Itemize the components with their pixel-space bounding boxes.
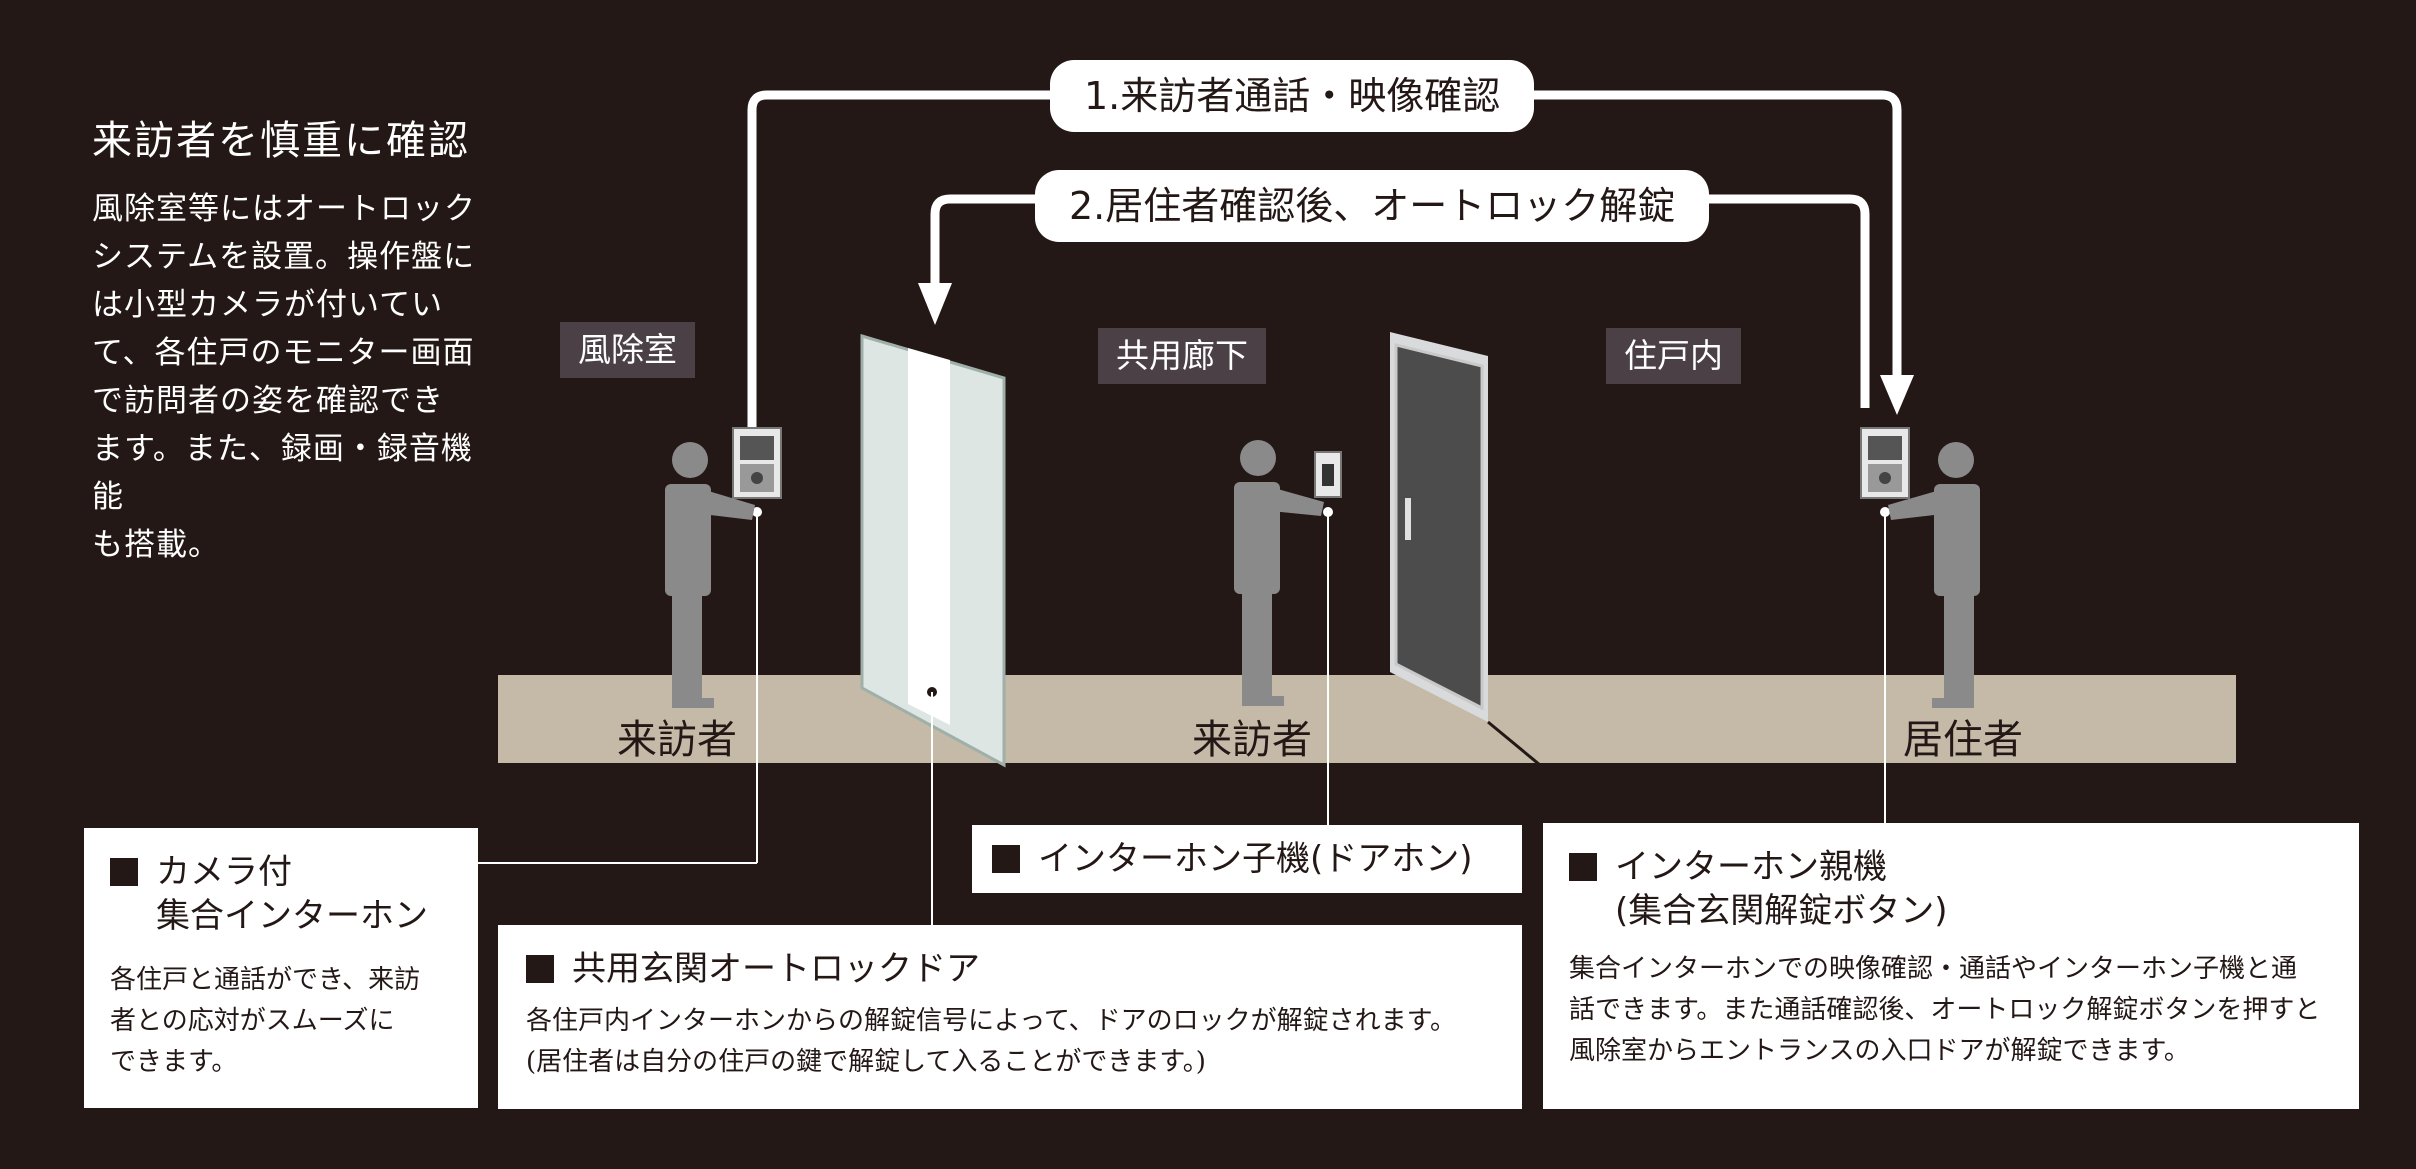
visitor-figure-2 (1234, 440, 1324, 706)
card-autolock-body: 各住戸内インターホンからの解錠信号によって、ドアのロックが解錠されます。 (居住… (526, 1006, 1457, 1077)
card-camera-body: 各住戸と通話ができ、来訪 者との応対がスムーズに できます。 (110, 965, 421, 1077)
card-autolock-title: 共用玄関オートロックドア (526, 947, 1494, 991)
arrowhead-step2 (918, 283, 952, 325)
zone-corridor: 共用廊下 (1098, 328, 1266, 384)
autolock-glass-door (860, 333, 1006, 768)
square-bullet-icon (992, 845, 1020, 873)
card-camera-title: カメラ付 集合インターホン (110, 850, 452, 938)
master-intercom-device (1860, 427, 1910, 499)
step2-label: 2.居住者確認後、オートロック解錠 (1035, 170, 1710, 242)
card-camera-intercom: カメラ付 集合インターホン 各住戸と通話ができ、来訪 者との応対がスムーズに で… (84, 828, 478, 1108)
label-resident: 居住者 (1903, 717, 2023, 763)
card-master-intercom: インターホン親機 (集合玄関解錠ボタン) 集合インターホンでの映像確認・通話やイ… (1543, 823, 2359, 1109)
step1-label: 1.来訪者通話・映像確認 (1050, 60, 1535, 132)
doorphone-device (1314, 451, 1342, 498)
card-autolock-door: 共用玄関オートロックドア 各住戸内インターホンからの解錠信号によって、ドアのロッ… (498, 925, 1522, 1109)
card-doorphone-title: インターホン子機(ドアホン) (992, 837, 1502, 881)
label-visitor-2: 来訪者 (1192, 717, 1312, 763)
card-master-title: インターホン親機 (集合玄関解錠ボタン) (1569, 845, 2333, 933)
label-visitor-1: 来訪者 (617, 717, 737, 763)
square-bullet-icon (1569, 853, 1597, 881)
card-master-body: 集合インターホンでの映像確認・通話やインターホン子機と通 話できます。また通話確… (1569, 954, 2321, 1066)
square-bullet-icon (110, 858, 138, 886)
zone-windbreak: 風除室 (560, 322, 695, 378)
visitor-figure-1 (665, 442, 755, 708)
dwelling-door (1390, 332, 1541, 767)
leader-camera-dot (752, 507, 762, 517)
square-bullet-icon (526, 955, 554, 983)
camera-intercom-device (732, 427, 782, 499)
intro-title: 来訪者を慎重に確認 (92, 118, 470, 164)
card-doorphone: インターホン子機(ドアホン) (972, 825, 1522, 893)
zone-dwelling: 住戸内 (1606, 328, 1741, 384)
intro-body: 風除室等にはオートロック システムを設置。操作盤に は小型カメラが付いてい て、… (92, 191, 476, 563)
resident-figure (1888, 442, 1980, 708)
arrowhead-step1 (1880, 375, 1914, 415)
